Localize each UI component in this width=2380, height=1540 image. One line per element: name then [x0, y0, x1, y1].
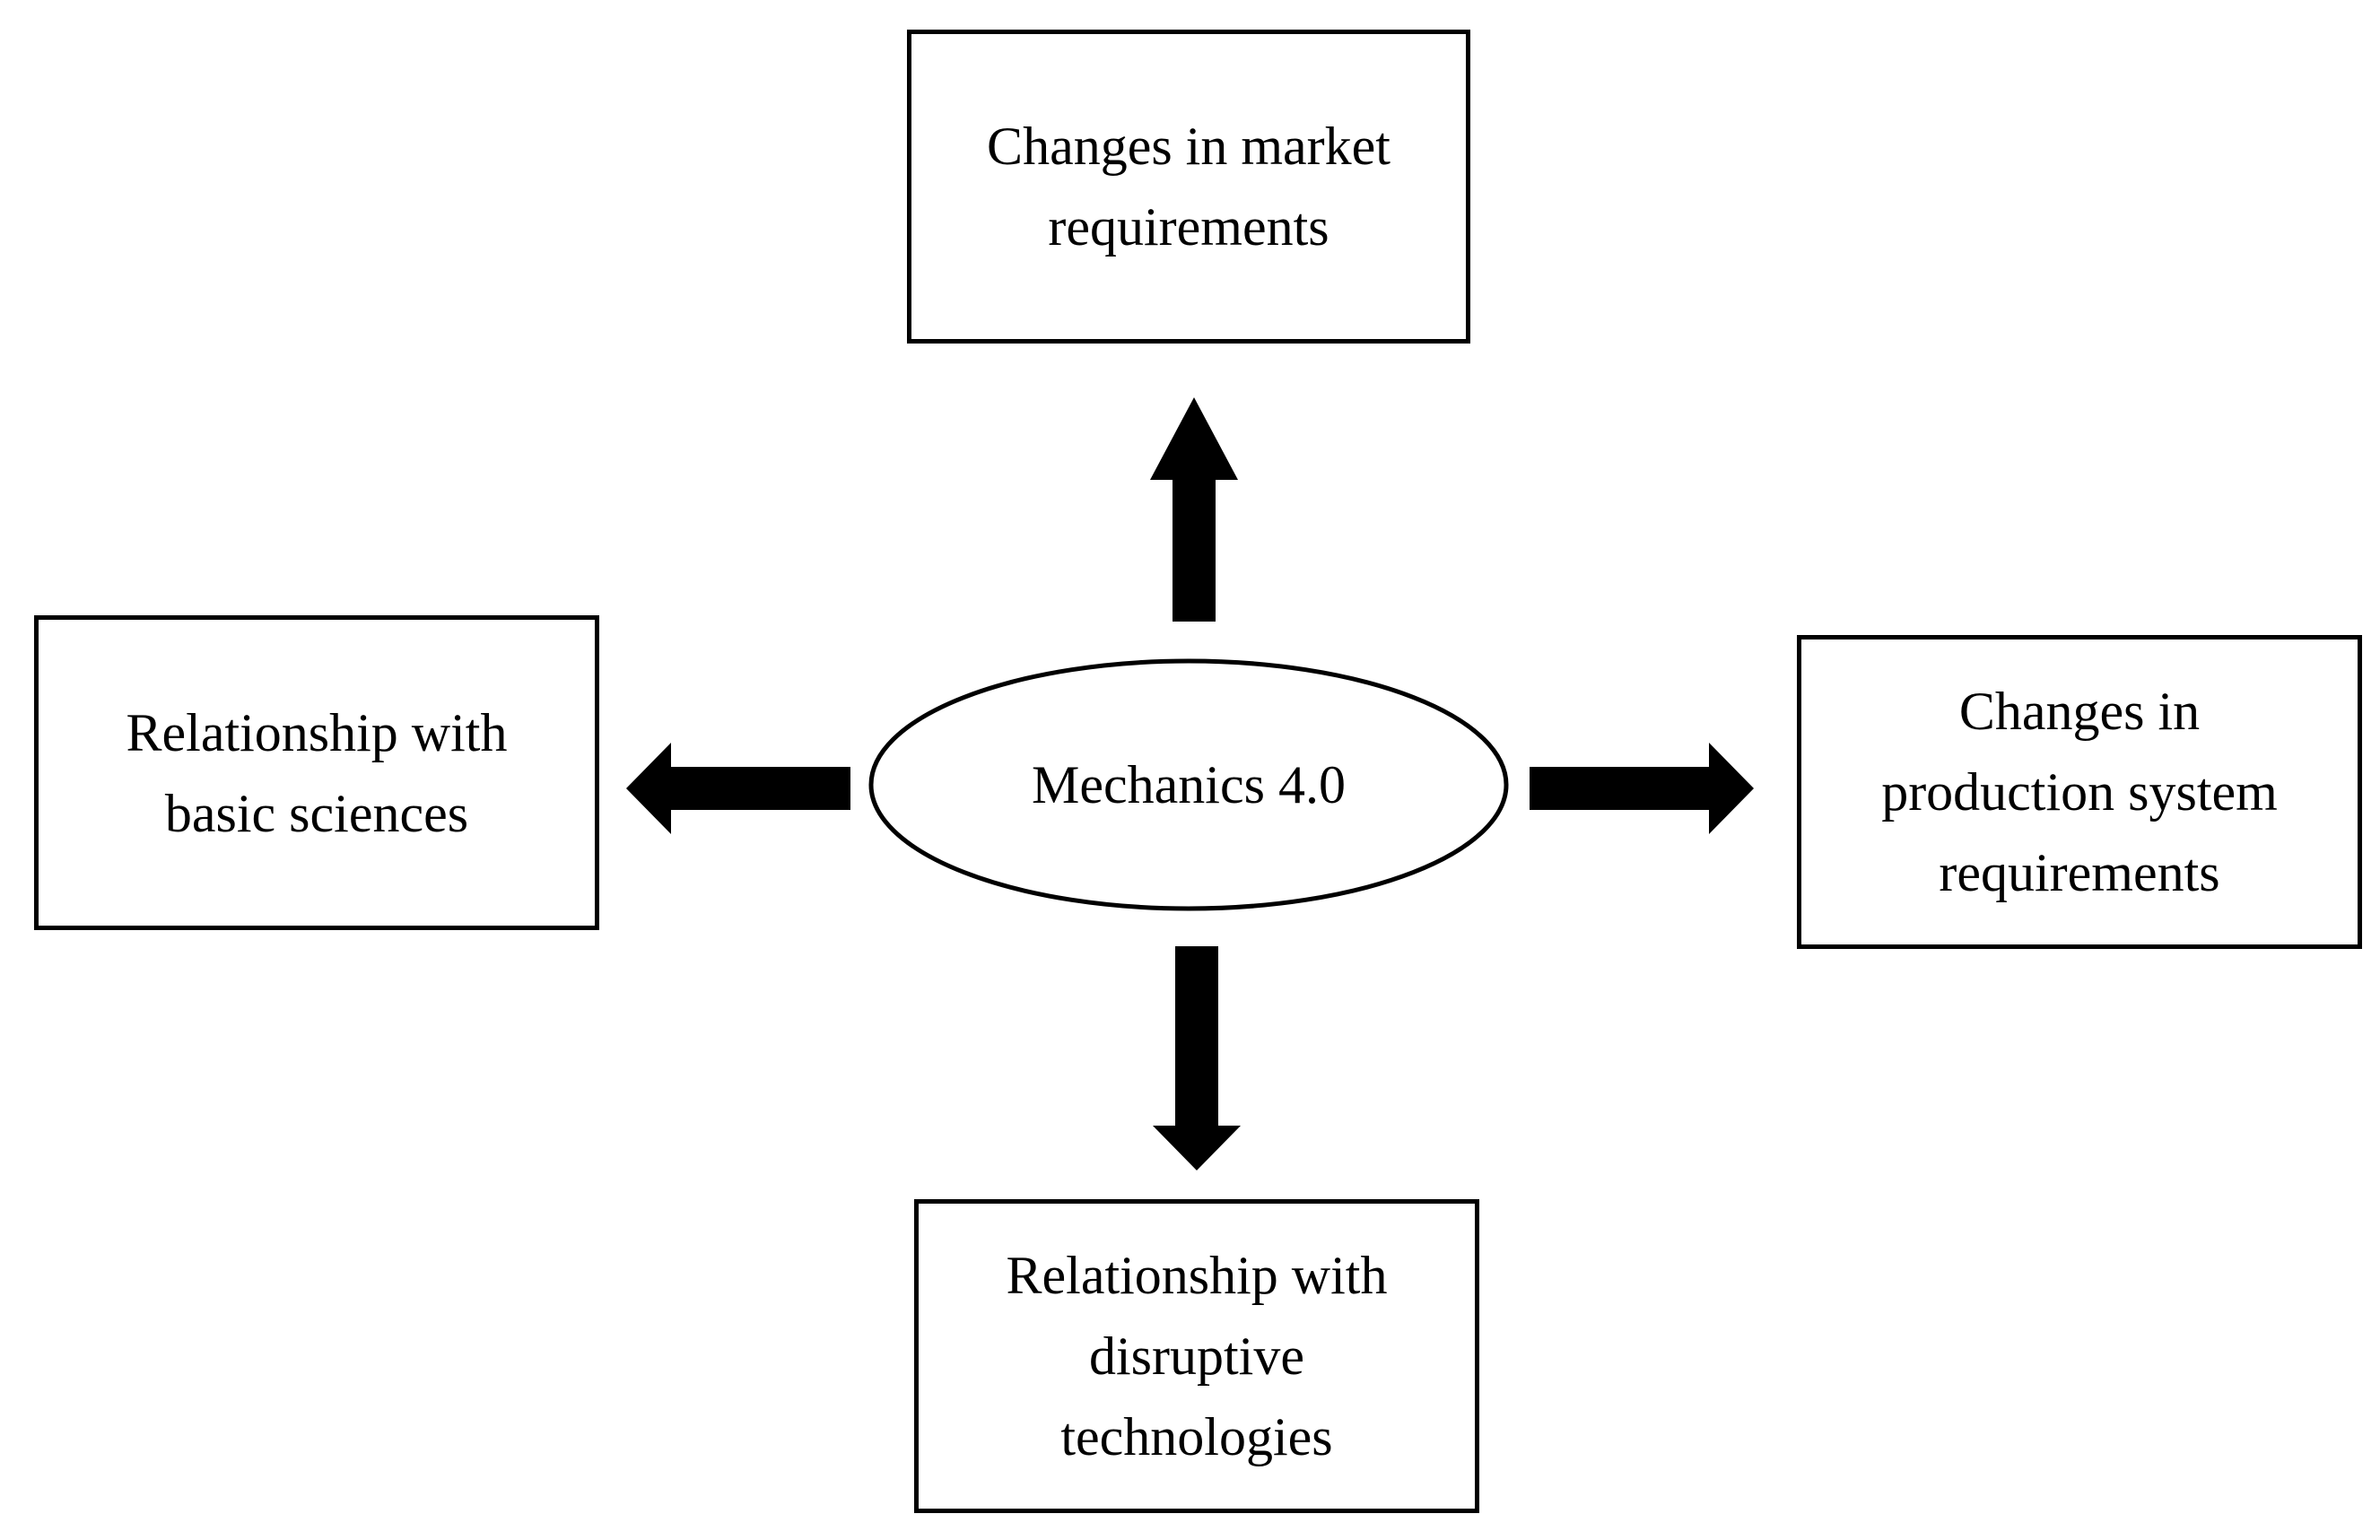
basic-sciences-label: Relationship with basic sciences	[126, 702, 508, 843]
center-ellipse	[868, 658, 1509, 911]
basic-sciences-box: Relationship with basic sciences	[34, 615, 599, 930]
production-system-label: Changes in production system requirement…	[1881, 682, 2278, 902]
center-node: Mechanics 4.0	[870, 659, 1507, 910]
market-requirements-box: Changes in market requirements	[907, 30, 1470, 344]
arrow-down	[1153, 946, 1241, 1170]
arrow-left	[626, 743, 850, 834]
market-requirements-label: Changes in market requirements	[987, 117, 1391, 257]
production-system-box: Changes in production system requirement…	[1797, 635, 2362, 949]
center-label: Mechanics 4.0	[1032, 754, 1346, 814]
disruptive-technologies-label: Relationship with disruptive technologie…	[1006, 1246, 1388, 1466]
arrow-up	[1150, 397, 1238, 622]
disruptive-technologies-box: Relationship with disruptive technologie…	[914, 1199, 1479, 1513]
arrow-right	[1530, 743, 1754, 834]
